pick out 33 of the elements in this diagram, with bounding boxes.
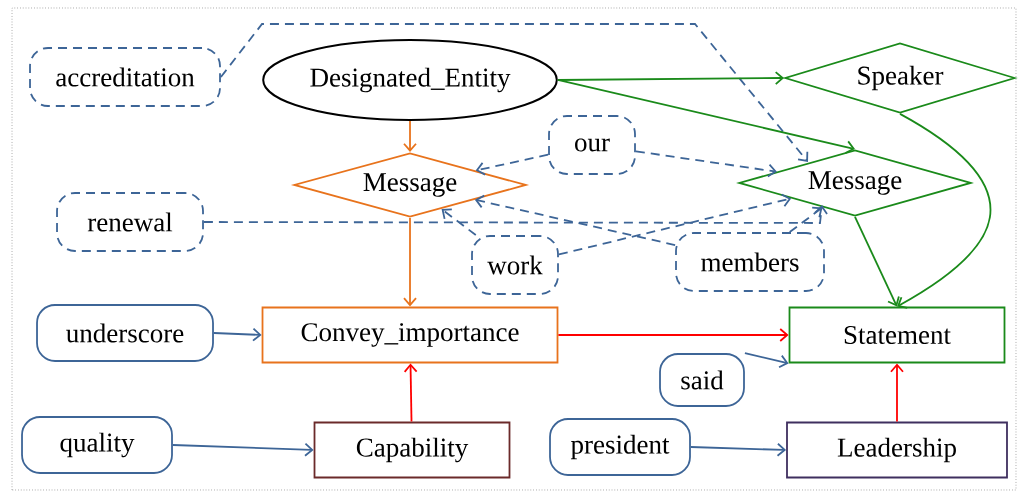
dashed-rounded-box: work: [471, 235, 559, 295]
arrow: [557, 328, 789, 342]
arrow: [441, 208, 477, 236]
arrow: [556, 79, 855, 154]
arrow: [558, 193, 792, 256]
frame-box: Convey_importance: [261, 306, 559, 364]
rounded-box: said: [659, 353, 745, 407]
arrow: [172, 442, 314, 457]
rounded-box: president: [549, 418, 691, 476]
arrow: [744, 352, 789, 369]
dashed-rounded-box: members: [675, 232, 825, 292]
arrow: [890, 363, 904, 423]
dashed-rounded-box: accreditation: [29, 47, 221, 107]
dashed-rounded-box: renewal: [56, 192, 204, 252]
arrow: [690, 442, 787, 457]
rounded-box: quality: [21, 416, 173, 474]
arrow: [203, 205, 828, 224]
arrow: [475, 153, 549, 176]
arrow: [213, 327, 262, 342]
arrow: [854, 216, 900, 307]
frame-box: Leadership: [786, 421, 1008, 479]
arrow: [403, 120, 417, 153]
dashed-rounded-box: our: [548, 115, 636, 175]
rounded-box: underscore: [36, 304, 214, 362]
arrow: [220, 23, 809, 162]
frame-box: Statement: [788, 306, 1006, 364]
arrow: [474, 194, 676, 246]
arrow: [635, 150, 777, 178]
frame-box: Capability: [313, 421, 511, 479]
arrow: [403, 363, 418, 423]
arrow: [788, 206, 823, 233]
arrow: [403, 217, 417, 307]
arrow: [897, 113, 991, 309]
